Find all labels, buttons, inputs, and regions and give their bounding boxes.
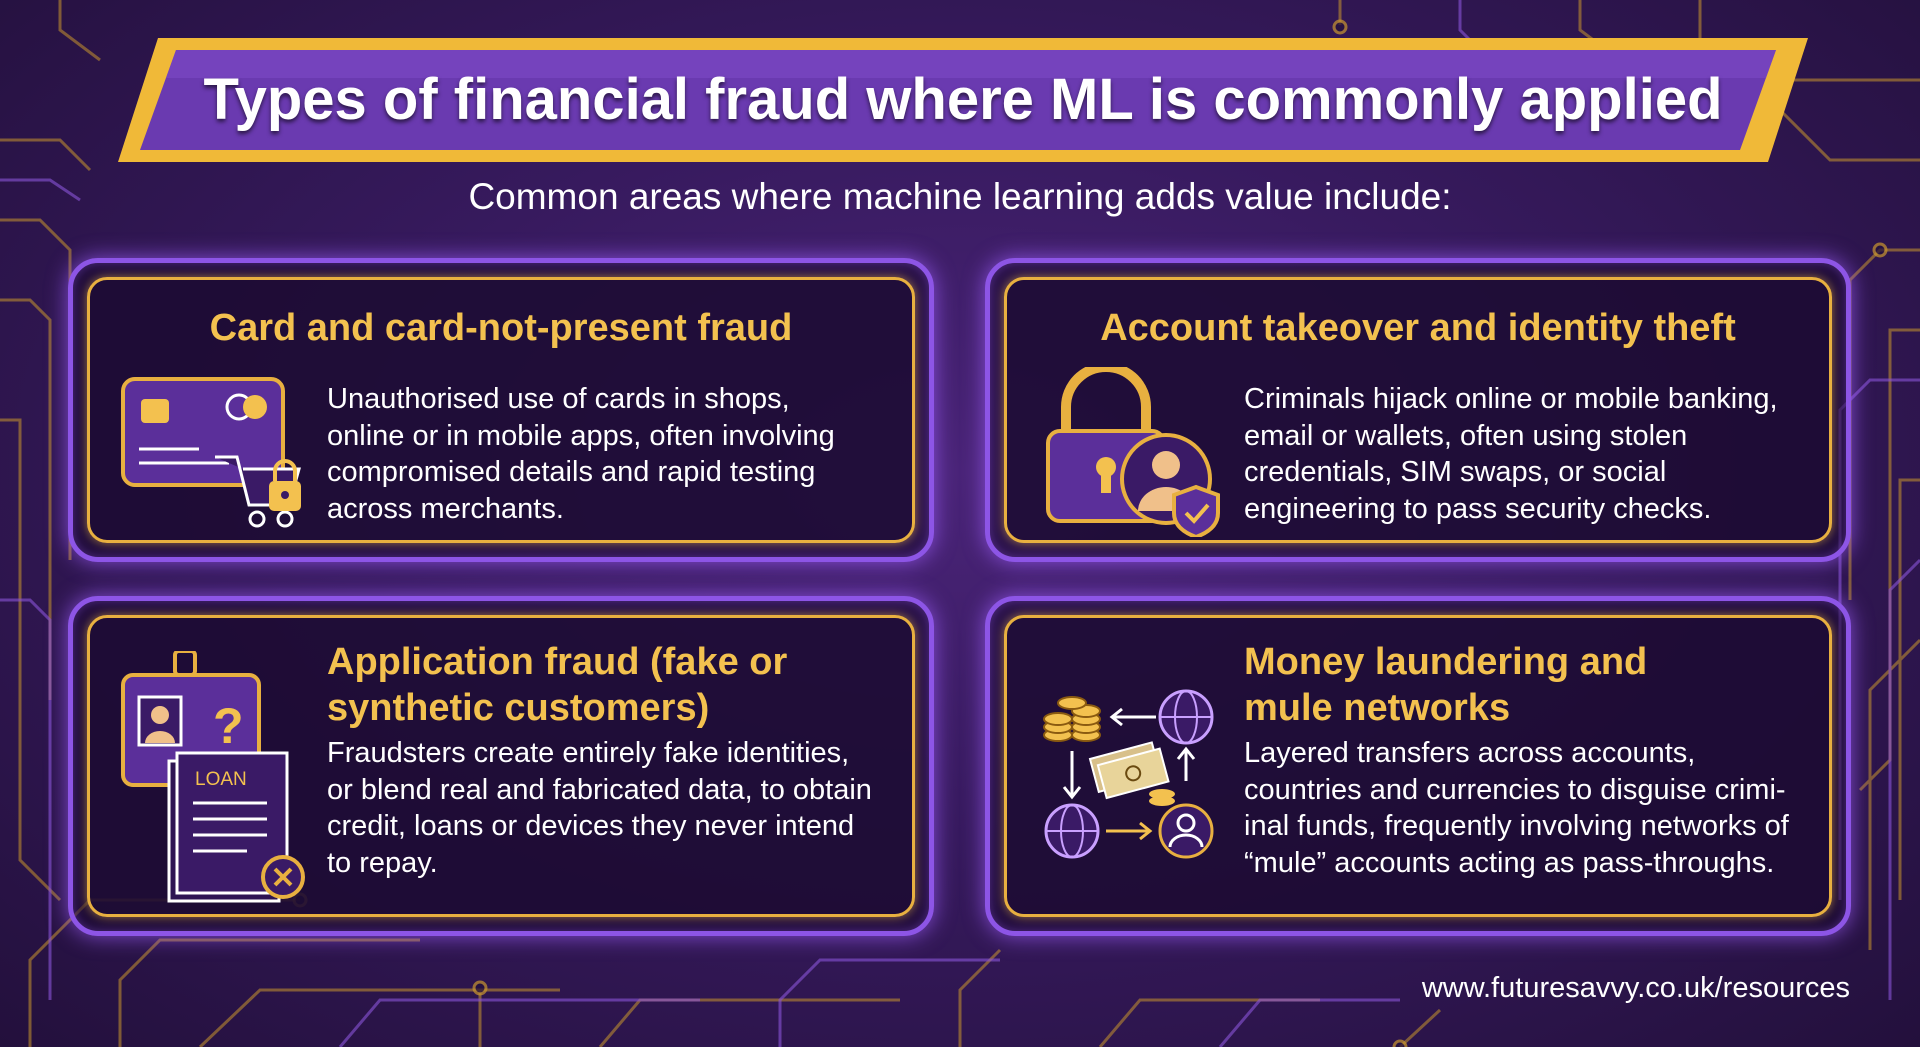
card-account-takeover: Account takeover and identity theft Crim…	[985, 258, 1851, 562]
card-application-fraud: Application fraud (fake or synthetic cus…	[68, 596, 934, 936]
card-title: Card and card-not-present fraud	[209, 307, 793, 349]
loan-label: LOAN	[195, 769, 247, 790]
page-subtitle: Common areas where machine learning adds…	[468, 176, 1452, 217]
card-description: Criminals hijack online or mobile bankin…	[1244, 383, 1778, 525]
card-money-laundering: Money laundering and mule networks	[985, 596, 1851, 936]
id-badge-loan-document-icon: ? LOAN	[121, 651, 305, 903]
card-description: Unauthorised use of cards in shops, onli…	[327, 383, 835, 525]
card-description: Layered transfers across accounts, count…	[1244, 737, 1789, 879]
padlock-user-shield-icon	[1046, 367, 1220, 537]
title-banner: Types of financial fraud where ML is com…	[118, 38, 1808, 162]
card-card-fraud: Card and card-not-present fraud Unauthor…	[68, 258, 934, 562]
footer-url[interactable]: www.futuresavvy.co.uk/resources	[1421, 972, 1850, 1004]
money-flow-globe-network-icon	[1043, 689, 1214, 859]
svg-text:?: ?	[213, 698, 244, 754]
credit-card-cart-lock-icon	[121, 377, 301, 528]
card-description: Fraudsters create entirely fake identiti…	[327, 737, 872, 879]
page-title: Types of financial fraud where ML is com…	[203, 67, 1723, 132]
card-title: Account takeover and identity theft	[1100, 307, 1736, 349]
title-banner-shape	[118, 38, 1808, 162]
card-title: Money laundering and mule networks	[1244, 641, 1648, 729]
card-title: Application fraud (fake or synthetic cus…	[327, 641, 788, 729]
